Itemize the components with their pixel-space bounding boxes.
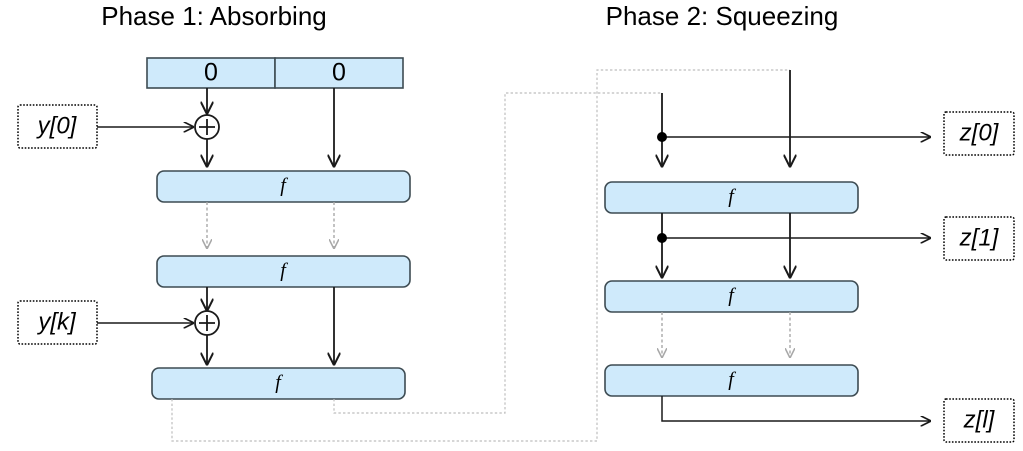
squeezing-f-block-2-rect bbox=[604, 364, 859, 397]
phase1-title: Phase 1: Absorbing bbox=[101, 1, 327, 31]
squeezing-f-block-0-label: f bbox=[728, 186, 736, 208]
output-z0-label: z[0] bbox=[959, 119, 1000, 146]
junction-dot-z1 bbox=[657, 233, 667, 243]
junction-dot-z0 bbox=[657, 132, 667, 142]
absorbing-f-block-0: f bbox=[156, 170, 411, 203]
output-zl-label: z[l] bbox=[963, 406, 996, 433]
feedback-wire-outer bbox=[171, 69, 790, 442]
feedback-wire-inner bbox=[333, 92, 662, 414]
output-z1: z[1] bbox=[943, 216, 1015, 261]
state-cell-left bbox=[146, 57, 276, 89]
absorbing-f-block-0-rect bbox=[156, 170, 411, 203]
state-cell-right bbox=[274, 57, 404, 89]
absorbing-f-block-1-label: f bbox=[280, 260, 288, 282]
output-z0: z[0] bbox=[943, 111, 1015, 156]
wire-tap-zl bbox=[661, 396, 930, 421]
squeezing-f-block-1-label: f bbox=[728, 285, 736, 307]
input-yk: y[k] bbox=[17, 300, 98, 345]
input-y0-label: y[0] bbox=[36, 112, 78, 139]
absorbing-f-block-1-rect bbox=[156, 255, 411, 288]
output-zl: z[l] bbox=[943, 398, 1015, 443]
initial-state-box: 0 0 bbox=[146, 57, 404, 89]
xor-gate-1-plus bbox=[199, 315, 215, 331]
state-cell-left-label: 0 bbox=[204, 59, 218, 87]
output-z1-box bbox=[943, 216, 1015, 261]
output-z1-label: z[1] bbox=[959, 224, 1000, 251]
xor-gate-0 bbox=[194, 114, 220, 140]
xor-gate-1 bbox=[194, 310, 220, 336]
phase2-title: Phase 2: Squeezing bbox=[606, 1, 839, 31]
squeezing-f-block-0: f bbox=[604, 181, 859, 214]
squeezing-f-block-1: f bbox=[604, 280, 859, 313]
squeezing-f-block-2: f bbox=[604, 364, 859, 397]
absorbing-f-block-2: f bbox=[151, 367, 406, 400]
input-yk-label: y[k] bbox=[36, 308, 77, 335]
xor-gate-0-plus bbox=[199, 119, 215, 135]
absorbing-f-block-1: f bbox=[156, 255, 411, 288]
absorbing-f-block-0-label: f bbox=[280, 175, 288, 197]
squeezing-f-block-1-rect bbox=[604, 280, 859, 313]
absorbing-f-block-2-label: f bbox=[275, 372, 283, 394]
state-cell-right-label: 0 bbox=[332, 59, 346, 87]
absorbing-f-block-2-rect bbox=[151, 367, 406, 400]
squeezing-f-block-2-label: f bbox=[728, 369, 736, 391]
input-y0: y[0] bbox=[17, 104, 98, 149]
squeezing-f-block-0-rect bbox=[604, 181, 859, 214]
output-zl-box bbox=[943, 398, 1015, 443]
output-z0-box bbox=[943, 111, 1015, 156]
